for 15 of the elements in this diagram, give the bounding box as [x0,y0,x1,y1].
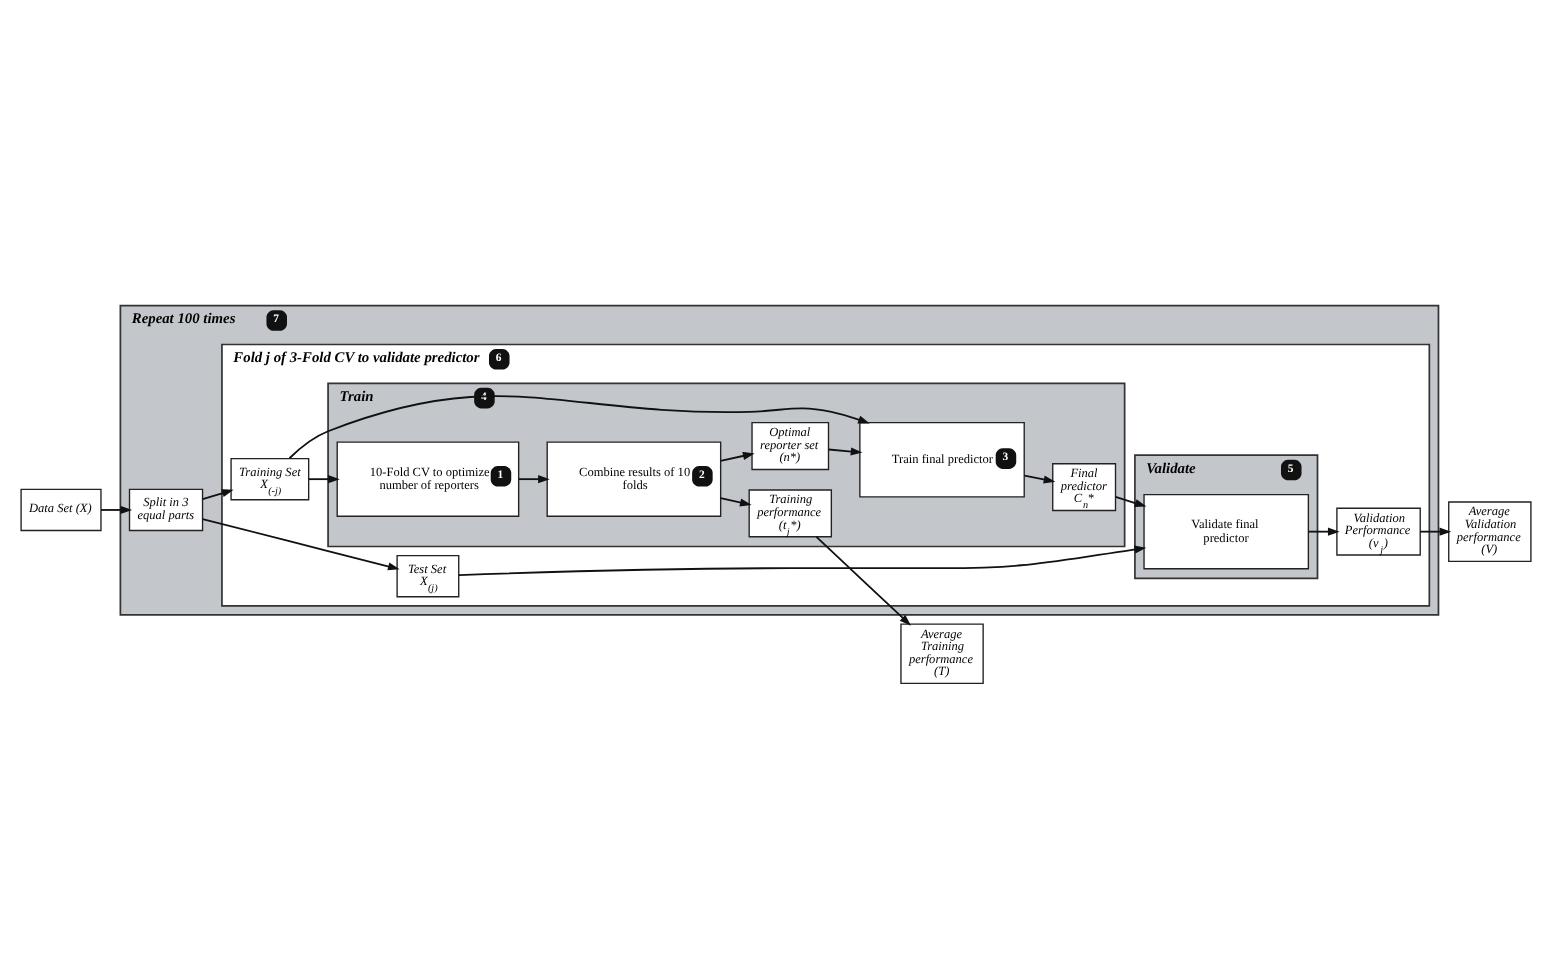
arrow [1307,527,1340,536]
arrow [307,475,340,484]
arrow [458,545,1147,576]
arrow [1419,527,1452,536]
arrow [719,497,752,507]
arrow [288,395,870,460]
arrow [201,518,400,571]
arrow [100,505,133,515]
arrow [719,451,755,462]
arrow [1023,474,1056,484]
arrow [201,489,234,501]
arrow [815,535,912,626]
arrow [827,447,863,456]
arrow [1114,495,1147,507]
arrow [517,475,550,484]
